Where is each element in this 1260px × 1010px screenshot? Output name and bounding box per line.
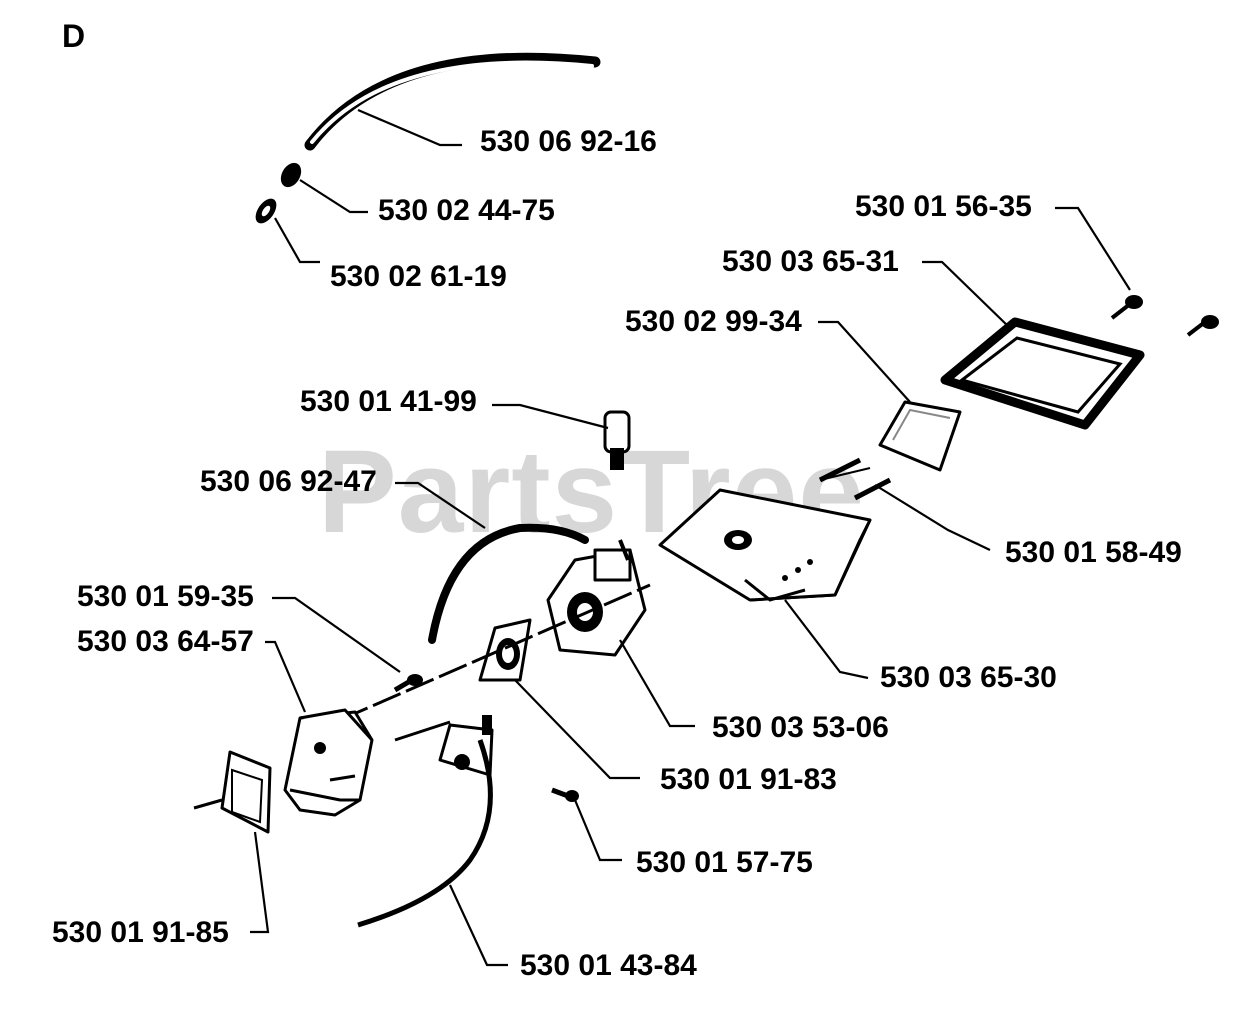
- part-number-intake-block[interactable]: 530 03 64-57: [77, 625, 254, 658]
- part-number-grommet[interactable]: 530 02 44-75: [378, 194, 555, 227]
- part-number-primer-bulb[interactable]: 530 01 41-99: [300, 385, 477, 418]
- intake-block-part: [283, 708, 374, 817]
- part-number-throttle-cable[interactable]: 530 01 43-84: [520, 949, 697, 982]
- part-number-filter-housing[interactable]: 530 03 65-30: [880, 661, 1057, 694]
- cover-gasket-part: [940, 317, 1145, 430]
- bracket-part: [438, 715, 494, 777]
- part-number-screw-mid[interactable]: 530 01 58-49: [1005, 536, 1182, 569]
- part-number-carburetor[interactable]: 530 03 53-06: [712, 711, 889, 744]
- grommet-part: [280, 162, 302, 188]
- part-number-gasket-cover[interactable]: 530 03 65-31: [722, 245, 899, 278]
- section-letter: D: [62, 18, 86, 54]
- throttle-cable-part: [357, 739, 493, 928]
- part-number-tube-mid[interactable]: 530 06 92-47: [200, 465, 377, 498]
- carburetor-part: [546, 539, 647, 657]
- primer-bulb-part: [603, 410, 631, 470]
- part-number-plate-gasket[interactable]: 530 01 91-85: [52, 916, 229, 949]
- part-number-carb-gasket[interactable]: 530 01 91-83: [660, 763, 837, 796]
- air-filter-part: [878, 400, 962, 472]
- part-number-tube-upper[interactable]: 530 06 92-16: [480, 125, 657, 158]
- filter-housing-part: [658, 488, 872, 602]
- part-number-screw-bottom[interactable]: 530 01 57-75: [636, 846, 813, 879]
- part-number-filter-small[interactable]: 530 02 61-19: [330, 260, 507, 293]
- part-number-screw-top[interactable]: 530 01 56-35: [855, 190, 1032, 223]
- carb-gasket-part: [478, 618, 532, 682]
- part-number-air-filter[interactable]: 530 02 99-34: [625, 305, 802, 338]
- part-number-screw-left[interactable]: 530 01 59-35: [77, 580, 254, 613]
- plate-gasket-part: [193, 750, 272, 834]
- fuel-tube-mid: [428, 523, 589, 644]
